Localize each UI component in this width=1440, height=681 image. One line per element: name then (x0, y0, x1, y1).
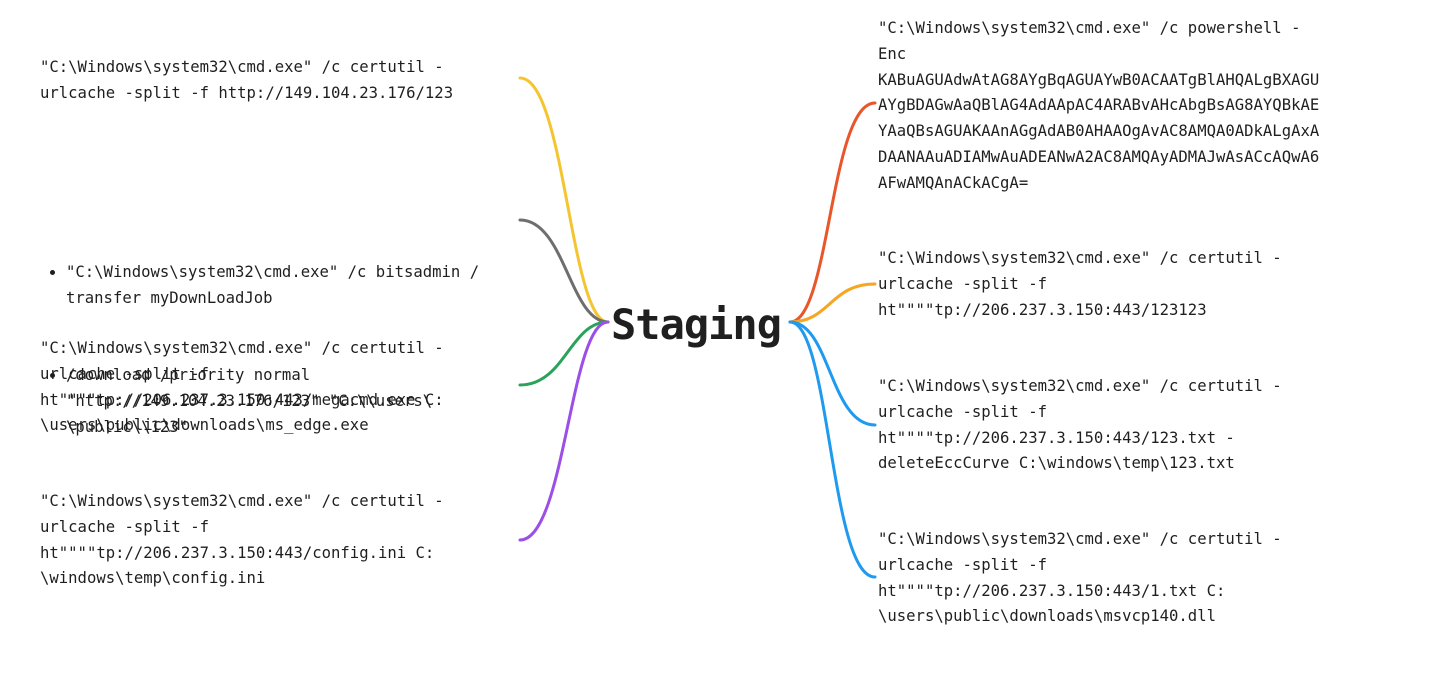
connector-left-3 (518, 320, 610, 387)
node-left-2-bullet-1: "C:\Windows\system32\cmd.exe" /c bitsadm… (66, 260, 479, 312)
connector-right-1 (788, 101, 877, 324)
node-left-4[interactable]: "C:\Windows\system32\cmd.exe" /c certuti… (40, 492, 444, 588)
node-right-4[interactable]: "C:\Windows\system32\cmd.exe" /c certuti… (878, 530, 1282, 626)
connector-left-2 (518, 218, 610, 324)
node-right-1[interactable]: "C:\Windows\system32\cmd.exe" /c powersh… (878, 19, 1320, 192)
node-left-1[interactable]: "C:\Windows\system32\cmd.exe" /c certuti… (40, 58, 454, 102)
node-left-2-bullet-list: "C:\Windows\system32\cmd.exe" /c bitsadm… (40, 209, 479, 493)
connector-right-4 (788, 320, 877, 579)
node-right-2[interactable]: "C:\Windows\system32\cmd.exe" /c certuti… (878, 249, 1282, 319)
node-left-3[interactable]: "C:\Windows\system32\cmd.exe" /c certuti… (40, 339, 444, 435)
connector-left-1 (518, 76, 610, 324)
node-left-2-bullet-2: /download /priority normal "http://149.1… (66, 363, 479, 440)
connector-right-2 (788, 282, 877, 324)
node-right-3[interactable]: "C:\Windows\system32\cmd.exe" /c certuti… (878, 377, 1282, 473)
central-topic[interactable]: Staging (611, 300, 782, 349)
node-left-2[interactable]: "C:\Windows\system32\cmd.exe" /c bitsadm… (40, 157, 479, 544)
connector-right-3 (788, 320, 877, 427)
connector-left-4 (518, 320, 610, 542)
